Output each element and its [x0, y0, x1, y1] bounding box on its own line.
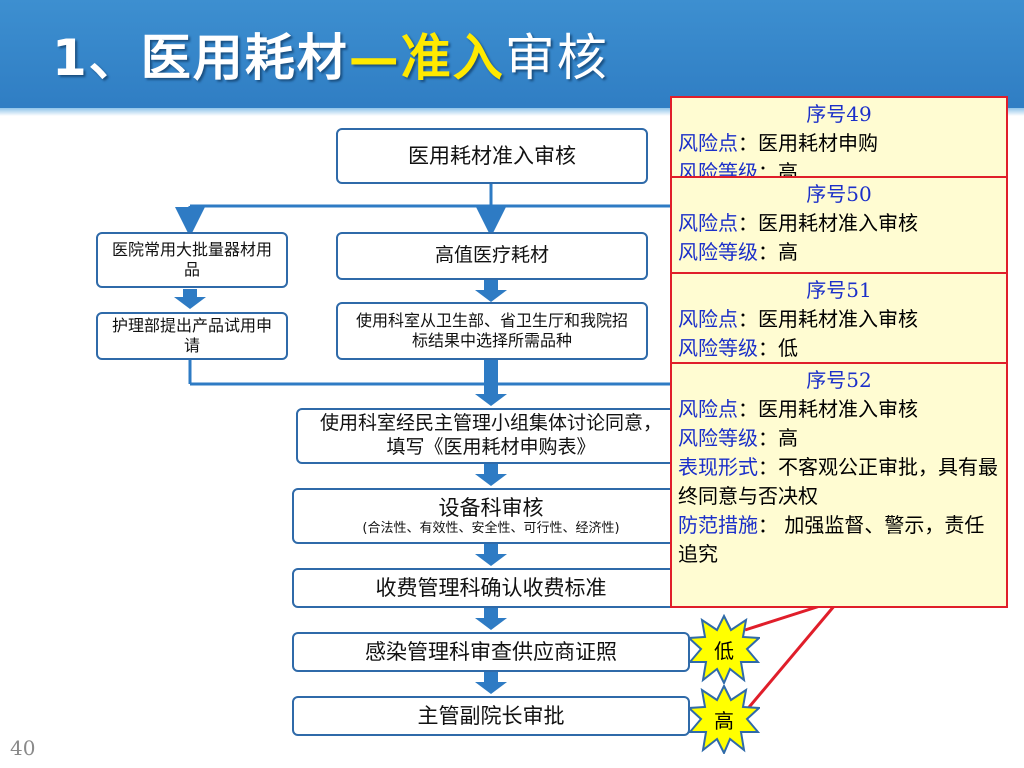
starburst-icon [688, 614, 760, 684]
starburst-icon [688, 684, 760, 754]
flow-top-box: 医用耗材准入审核 [336, 128, 648, 184]
risk-badge-high-label: 高 [714, 708, 734, 733]
flow-left-branch-1-text: 医院常用大批量器材用品 [111, 240, 272, 279]
flow-step-1-text: 使用科室经民主管理小组集体讨论同意，填写《医用耗材申购表》 [319, 412, 662, 458]
risk-card-51[interactable]: 序号51 风险点：医用耗材准入审核 风险等级：低 [670, 272, 1008, 368]
flow-top-text: 医用耗材准入审核 [408, 143, 576, 168]
risk-measure-label: 防范措施 [678, 513, 758, 537]
risk-point-value: ：医用耗材申购 [738, 131, 878, 155]
risk-point-value: ：医用耗材准入审核 [738, 211, 918, 235]
risk-card-51-point: 风险点：医用耗材准入审核 [678, 305, 1000, 334]
flow-step-5-text: 主管副院长审批 [417, 703, 565, 728]
risk-card-52-measure: 防范措施： 加强监督、警示，责任追究 [678, 511, 1000, 569]
flow-step-2-subtitle: (合法性、有效性、安全性、可行性、经济性) [362, 521, 620, 536]
risk-point-label: 风险点 [678, 211, 738, 235]
flow-left-branch-2-text: 护理部提出产品试用申请 [111, 316, 272, 355]
risk-level-value: ：低 [758, 336, 798, 360]
flow-step-4-text: 感染管理科审查供应商证照 [365, 639, 617, 664]
risk-point-value: ：医用耗材准入审核 [738, 397, 918, 421]
risk-form-label: 表现形式 [678, 455, 758, 479]
risk-point-label: 风险点 [678, 307, 738, 331]
block-arrow-1 [475, 464, 507, 486]
header-divider [0, 108, 1024, 116]
risk-card-50[interactable]: 序号50 风险点：医用耗材准入审核 风险等级：高 [670, 176, 1008, 276]
risk-level-value: ：高 [758, 426, 798, 450]
risk-badge-low-label: 低 [714, 638, 734, 663]
block-arrow-3 [475, 608, 507, 630]
risk-level-label: 风险等级 [678, 426, 758, 450]
flow-step-2-title: 设备科审核 [438, 495, 544, 520]
flow-step-1: 使用科室经民主管理小组集体讨论同意，填写《医用耗材申购表》 [296, 408, 686, 464]
risk-card-52[interactable]: 序号52 风险点：医用耗材准入审核 风险等级：高 表现形式：不客观公正审批，具有… [670, 362, 1008, 608]
flow-mid-branch-2-text: 使用科室从卫生部、省卫生厅和我院招标结果中选择所需品种 [355, 311, 628, 350]
block-arrow-left [174, 289, 206, 309]
risk-card-52-form: 表现形式：不客观公正审批，具有最终同意与否决权 [678, 453, 1000, 511]
flow-step-3: 收费管理科确认收费标准 [292, 568, 690, 608]
flow-step-3-text: 收费管理科确认收费标准 [375, 575, 607, 600]
block-arrow-mid [475, 280, 507, 302]
flow-left-branch-2: 护理部提出产品试用申请 [96, 312, 288, 360]
flow-left-branch-1: 医院常用大批量器材用品 [96, 232, 288, 288]
title-part-2: —准入 [348, 29, 505, 87]
flow-step-5: 主管副院长审批 [292, 696, 690, 736]
risk-card-51-level: 风险等级：低 [678, 334, 1000, 363]
risk-point-label: 风险点 [678, 397, 738, 421]
risk-form-value: ：不客观公正审批，具有最终同意与否决权 [678, 455, 998, 508]
risk-line-high [743, 604, 837, 713]
risk-card-50-point: 风险点：医用耗材准入审核 [678, 209, 1000, 238]
risk-card-52-level: 风险等级：高 [678, 424, 1000, 453]
block-arrow-2 [475, 544, 507, 566]
risk-badge-low: 低 [688, 614, 760, 684]
risk-card-51-num: 序号51 [806, 278, 872, 302]
risk-card-52-num: 序号52 [806, 368, 872, 392]
title-part-1: 1、医用耗材 [52, 29, 349, 87]
risk-point-value: ：医用耗材准入审核 [738, 307, 918, 331]
risk-level-value: ：高 [758, 240, 798, 264]
flow-mid-branch-2: 使用科室从卫生部、省卫生厅和我院招标结果中选择所需品种 [336, 302, 648, 360]
risk-card-52-point: 风险点：医用耗材准入审核 [678, 395, 1000, 424]
flow-step-2: 设备科审核 (合法性、有效性、安全性、可行性、经济性) [292, 488, 690, 544]
slide-title: 1、医用耗材—准入审核 [52, 18, 609, 90]
risk-level-label: 风险等级 [678, 240, 758, 264]
flow-step-4: 感染管理科审查供应商证照 [292, 632, 690, 672]
slide-header [0, 0, 1024, 112]
risk-card-49-point: 风险点：医用耗材申购 [678, 129, 1000, 158]
page-number: 40 [10, 736, 36, 760]
risk-card-49-num: 序号49 [806, 102, 872, 126]
title-part-3: 审核 [504, 29, 609, 87]
risk-measure-value: ： 加强监督、警示，责任追究 [678, 513, 985, 566]
flow-mid-branch-1-text: 高值医疗耗材 [434, 244, 549, 267]
risk-level-label: 风险等级 [678, 336, 758, 360]
risk-point-label: 风险点 [678, 131, 738, 155]
risk-card-50-num: 序号50 [806, 182, 872, 206]
flow-mid-branch-1: 高值医疗耗材 [336, 232, 648, 280]
block-arrow-mid-merge [475, 360, 507, 406]
risk-badge-high: 高 [688, 684, 760, 754]
risk-card-50-level: 风险等级：高 [678, 238, 1000, 267]
block-arrow-4 [475, 672, 507, 694]
